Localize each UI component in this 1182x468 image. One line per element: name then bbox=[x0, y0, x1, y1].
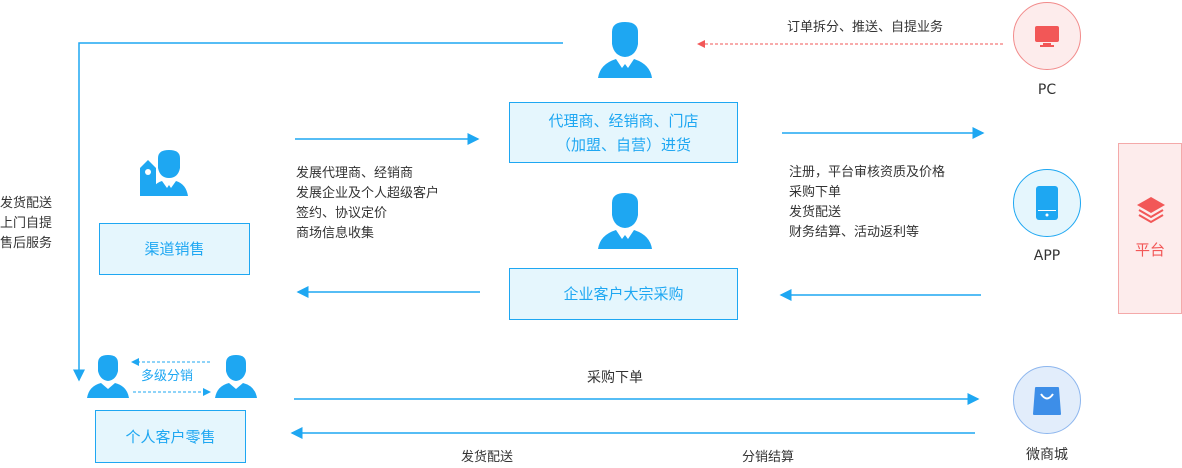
note-line: 发展企业及个人超级客户 bbox=[296, 186, 440, 201]
note-line: 采购下单 bbox=[789, 185, 842, 200]
pc-client-circle bbox=[1013, 2, 1081, 70]
platform-tasks-notes: 注册，平台审核资质及价格 采购下单 发货配送 财务结算、活动返利等 bbox=[789, 163, 945, 243]
note-line: 售后服务 bbox=[0, 236, 53, 251]
layers-icon bbox=[1137, 197, 1165, 224]
settlement-label: 分销结算 bbox=[742, 450, 795, 465]
feedback-line bbox=[73, 42, 563, 382]
retail-person-left-icon bbox=[87, 355, 129, 398]
channel-sales-box: 渠道销售 bbox=[99, 223, 250, 275]
dealer-purchase-box: 代理商、经销商、门店 （加盟、自营）进货 bbox=[509, 102, 738, 163]
enterprise-person-icon bbox=[598, 193, 652, 249]
channel-sales-icon bbox=[140, 150, 188, 196]
note-line: 签约、协议定价 bbox=[296, 206, 388, 221]
retail-person-right-icon bbox=[215, 355, 257, 398]
left-side-notes: 发货配送 上门自提 售后服务 bbox=[0, 194, 52, 254]
monitor-icon bbox=[1035, 26, 1059, 47]
dealer-person-icon bbox=[598, 22, 652, 78]
dealer-box-line2: （加盟、自营）进货 bbox=[555, 135, 691, 154]
delivery-label: 发货配送 bbox=[461, 450, 514, 465]
platform-panel: 平台 bbox=[1118, 143, 1182, 314]
note-line: 发展代理商、经销商 bbox=[296, 166, 414, 181]
note-line: 发货配送 bbox=[0, 196, 53, 211]
app-client-circle bbox=[1013, 169, 1081, 237]
mobile-phone-icon bbox=[1036, 186, 1058, 220]
order-split-label: 订单拆分、推送、自提业务 bbox=[787, 20, 944, 35]
note-line: 商场信息收集 bbox=[296, 226, 375, 241]
multi-level-label: 多级分销 bbox=[141, 369, 194, 384]
channel-tasks-notes: 发展代理商、经销商 发展企业及个人超级客户 签约、协议定价 商场信息收集 bbox=[296, 164, 439, 244]
pc-label: PC bbox=[1037, 82, 1057, 98]
platform-label: 平台 bbox=[1134, 241, 1165, 259]
purchase-order-label: 采购下单 bbox=[587, 370, 643, 386]
dealer-box-line1: 代理商、经销商、门店 bbox=[548, 111, 699, 130]
retail-box: 个人客户零售 bbox=[95, 410, 246, 463]
note-line: 上门自提 bbox=[0, 216, 53, 231]
mini-mall-label: 微商城 bbox=[1026, 447, 1068, 463]
enterprise-purchase-box: 企业客户大宗采购 bbox=[509, 268, 738, 320]
shopping-bag-icon bbox=[1033, 387, 1061, 415]
app-label: APP bbox=[1033, 248, 1061, 264]
note-line: 注册，平台审核资质及价格 bbox=[789, 165, 946, 180]
note-line: 发货配送 bbox=[789, 205, 842, 220]
note-line: 财务结算、活动返利等 bbox=[789, 225, 920, 240]
mini-mall-client-circle bbox=[1013, 366, 1081, 434]
